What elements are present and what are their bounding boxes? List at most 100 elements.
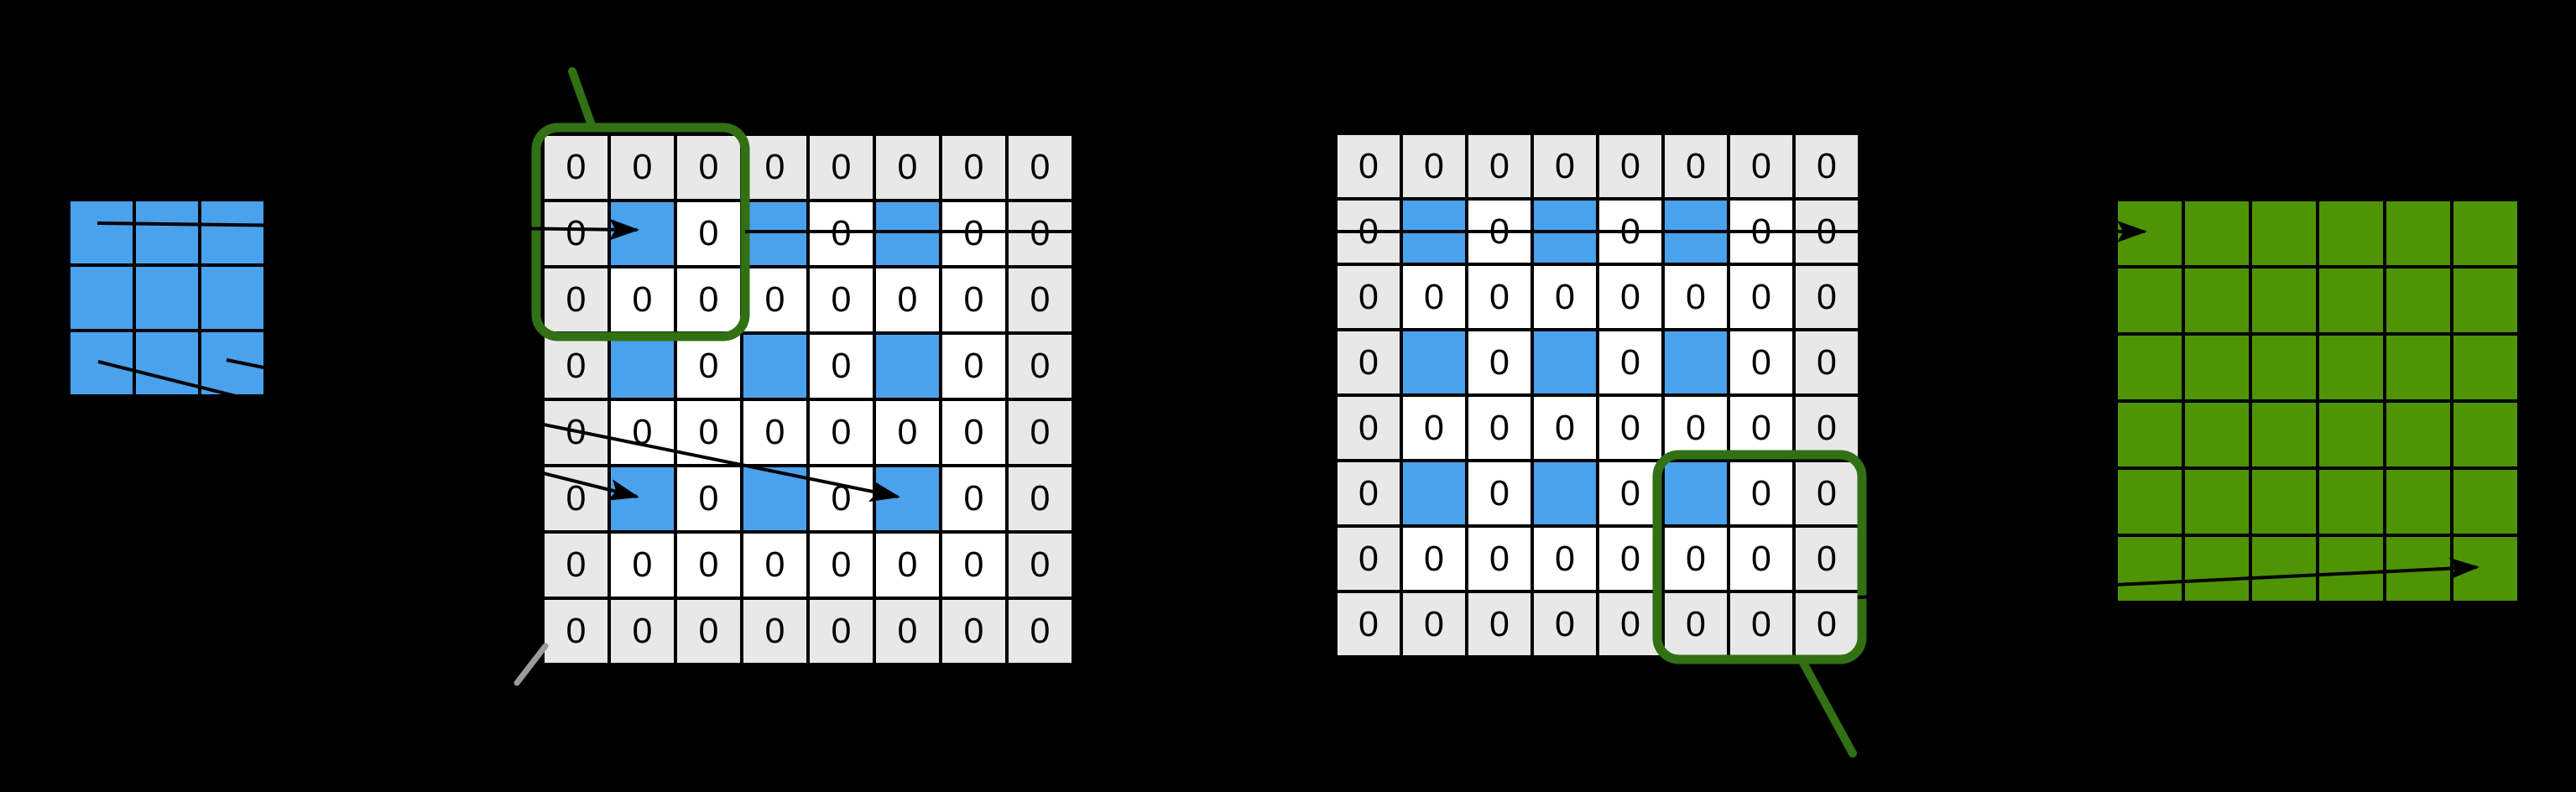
- grid-cell: 0: [1532, 591, 1598, 657]
- grid-cell: [2250, 401, 2318, 468]
- grid-cell: [1401, 461, 1467, 526]
- grid-cell: [2250, 334, 2318, 401]
- grid-cell: 0: [941, 466, 1007, 532]
- grid-cell: 0: [1663, 395, 1729, 461]
- grid-cell: 0: [1007, 267, 1073, 333]
- grid-cell: 0: [1729, 591, 1794, 657]
- grid-cell: [2318, 535, 2385, 602]
- grid-cell: [2250, 468, 2318, 535]
- grid-cell: 0: [1336, 591, 1401, 657]
- grid-cell: [2116, 267, 2183, 334]
- grid-cell: 0: [1598, 395, 1663, 461]
- grid-cell: 0: [609, 399, 675, 466]
- grid-cell: 0: [675, 399, 742, 466]
- grid-cell: [2116, 401, 2183, 468]
- grid-cell: 0: [1794, 330, 1859, 395]
- grid-cell: 0: [742, 399, 808, 466]
- grid-cell: 0: [941, 399, 1007, 466]
- grid-cell: 0: [742, 598, 808, 664]
- grid-cell: [200, 265, 265, 331]
- grid-cell: [742, 201, 808, 267]
- grid-cell: 0: [742, 532, 808, 598]
- grid-cell: 0: [1007, 201, 1073, 267]
- grid-cell: [2116, 334, 2183, 401]
- grid-cell: 0: [1336, 330, 1401, 395]
- grid-cell: 0: [1401, 591, 1467, 657]
- last-window-pointer-line: [1798, 657, 1857, 758]
- grid-cell: [2452, 401, 2519, 468]
- grid-cell: 0: [1598, 591, 1663, 657]
- grid-cell: 0: [675, 333, 742, 399]
- grid-cell: 0: [1532, 133, 1598, 199]
- grid-cell: [69, 200, 134, 265]
- grid-cell: 0: [941, 598, 1007, 664]
- grid-cell: [2318, 468, 2385, 535]
- input-to-padded1-bottom-right-arrow: [226, 358, 900, 503]
- grid-cell: 0: [675, 598, 742, 664]
- grid-cell: 0: [1729, 395, 1794, 461]
- grid-cell: 0: [1729, 264, 1794, 330]
- grid-cell: 0: [543, 134, 609, 201]
- grid-cell: 0: [1401, 395, 1467, 461]
- grid-cell: [1401, 330, 1467, 395]
- grid-cell: 0: [1729, 526, 1794, 591]
- grid-cell: 0: [874, 267, 941, 333]
- grid-cell: [2452, 468, 2519, 535]
- grid-cell: [2183, 535, 2250, 602]
- grid-cell: 0: [1467, 526, 1532, 591]
- grid-cell: [1532, 330, 1598, 395]
- last-window-to-output-arrow: [1857, 557, 2480, 599]
- grid-cell: [2250, 267, 2318, 334]
- grid-cell: 0: [1336, 526, 1401, 591]
- grid-cell: 0: [1467, 133, 1532, 199]
- grid-cell: 0: [1467, 461, 1532, 526]
- grid-cell: 0: [1467, 395, 1532, 461]
- grid-cell: [2318, 267, 2385, 334]
- grid-cell: [69, 265, 134, 331]
- input-to-padded1-top-arrow: [96, 218, 639, 241]
- grid-cell: 0: [1598, 526, 1663, 591]
- grid-cell: 0: [543, 201, 609, 267]
- grid-cell: 0: [1336, 395, 1401, 461]
- grid-cell: 0: [609, 532, 675, 598]
- grid-cell: 0: [1598, 133, 1663, 199]
- grid-cell: 0: [1794, 133, 1859, 199]
- grid-cell: 0: [808, 532, 874, 598]
- grid-cell: [2385, 334, 2452, 401]
- input-to-padded1-bottom-left-arrow: [97, 360, 639, 501]
- grid-cell: [2385, 401, 2452, 468]
- grid-cell: 0: [1401, 526, 1467, 591]
- grid-cell: 0: [1794, 461, 1859, 526]
- grid-cell: 0: [1007, 399, 1073, 466]
- grid-cell: 0: [1467, 264, 1532, 330]
- grid-cell: 0: [1794, 395, 1859, 461]
- grid-cell: [69, 331, 134, 396]
- grid-cell: [742, 333, 808, 399]
- grid-cell: 0: [742, 134, 808, 201]
- grid-cell: 0: [1336, 264, 1401, 330]
- grid-cell: 0: [1598, 461, 1663, 526]
- grid-cell: 0: [1663, 591, 1729, 657]
- grid-cell: 0: [808, 399, 874, 466]
- grid-cell: 0: [675, 532, 742, 598]
- grid-cell: [2183, 267, 2250, 334]
- grid-cell: 0: [941, 201, 1007, 267]
- grid-cell: 0: [1729, 330, 1794, 395]
- grid-cell: 0: [1598, 330, 1663, 395]
- grid-cell: [200, 331, 265, 396]
- grid-cell: [2385, 468, 2452, 535]
- grid-cell: 0: [1007, 333, 1073, 399]
- grid-cell: [1532, 461, 1598, 526]
- grid-cell: 0: [941, 267, 1007, 333]
- grid-cell: 0: [874, 532, 941, 598]
- kernel-window-first: [531, 122, 750, 341]
- grid-cell: [874, 333, 941, 399]
- grid-cell: [2318, 401, 2385, 468]
- grid-cell: 0: [874, 399, 941, 466]
- grid-cell: 0: [1532, 395, 1598, 461]
- grid-cell: [2452, 334, 2519, 401]
- input-grid: [67, 198, 267, 398]
- grid-cell: 0: [1532, 526, 1598, 591]
